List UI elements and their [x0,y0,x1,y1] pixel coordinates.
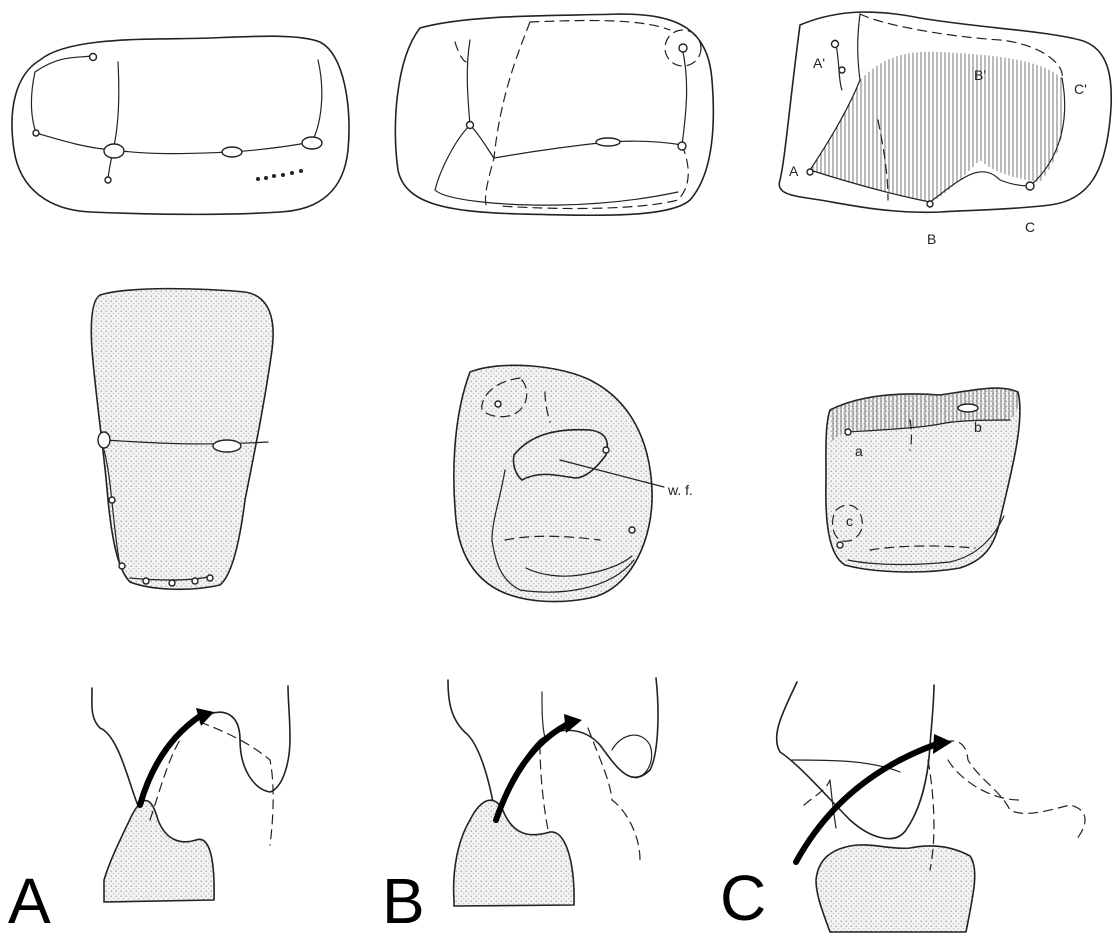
panel-label-b: B [382,865,425,937]
motion-arrow-b [496,725,566,820]
crown-view-c: a b c [826,388,1020,572]
label-a: A [789,163,799,179]
motion-diagram-c [777,682,1085,932]
wear-facet-label: w. f. [667,482,693,498]
label-b: B [927,231,936,247]
occlusal-outline-a [12,36,349,214]
pit-dots [256,169,303,181]
occlusal-outline-b [395,14,713,215]
motion-arrowhead-c [933,734,952,754]
crown-view-b: w. f. [454,365,693,601]
facet-b-label: b [974,419,982,435]
label-c-prime: C' [1074,81,1087,97]
label-b-prime: B' [974,67,986,83]
motion-diagram-b [448,678,658,906]
label-c: C [1025,219,1035,235]
facet-c-label: c [846,513,853,529]
crown-view-a [91,289,273,590]
panel-label-c: C [720,862,766,934]
motion-arrowhead-a [196,708,214,726]
occlusal-outline-c: A' B' C' A B C [779,12,1111,247]
motion-diagram-a [92,686,290,902]
facet-a-label: a [855,443,863,459]
label-a-prime: A' [813,55,825,71]
panel-label-a: A [8,865,51,937]
